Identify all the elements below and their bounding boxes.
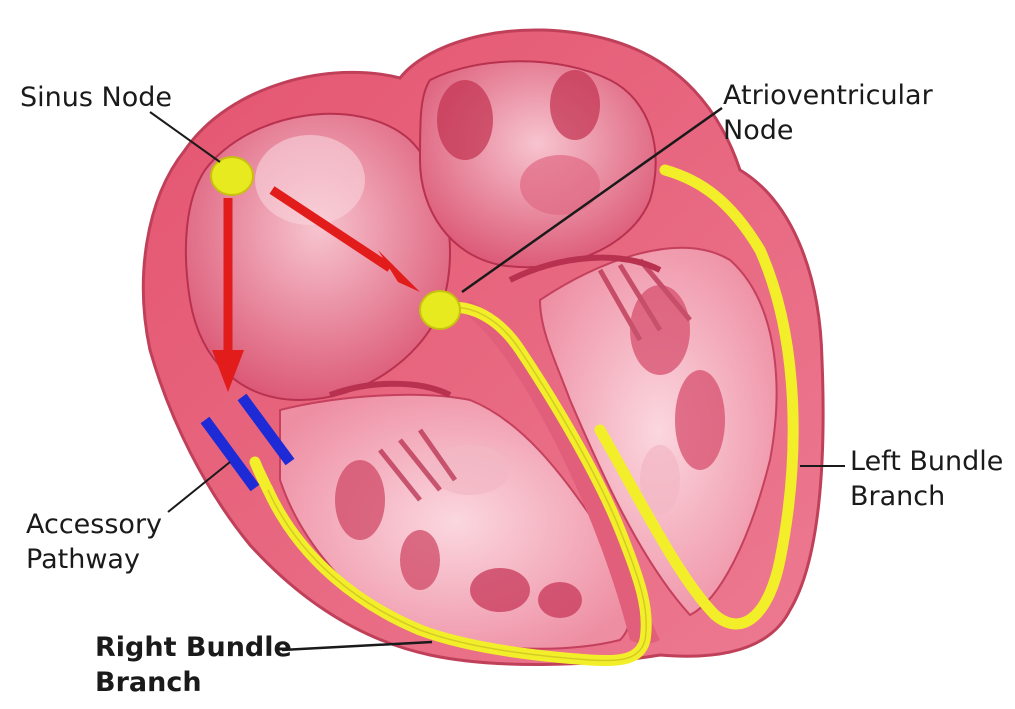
accessory-text-line2: Pathway: [26, 542, 162, 577]
left-bundle-text-line1: Left Bundle: [850, 444, 1003, 479]
right-bundle-label: Right Bundle Branch: [95, 630, 292, 700]
atrium-texture: [520, 155, 600, 215]
accessory-pathway-label: Accessory Pathway: [26, 507, 162, 577]
sinus-node-label: Sinus Node: [20, 80, 172, 115]
av-node-text-line1: Atrioventricular: [723, 78, 933, 113]
accessory-text-line1: Accessory: [26, 507, 162, 542]
sinus-node-marker: [211, 157, 253, 195]
pulmonary-vein: [550, 70, 600, 140]
av-node-text-line2: Node: [723, 113, 933, 148]
right-bundle-text-line2: Branch: [95, 665, 292, 700]
av-node-marker: [420, 291, 460, 329]
right-bundle-text-line1: Right Bundle: [95, 630, 292, 665]
pulmonary-vein: [437, 80, 493, 160]
left-bundle-text-line2: Branch: [850, 479, 1003, 514]
av-node-label: Atrioventricular Node: [723, 78, 933, 148]
sinus-node-text: Sinus Node: [20, 82, 172, 113]
left-bundle-label: Left Bundle Branch: [850, 444, 1003, 514]
